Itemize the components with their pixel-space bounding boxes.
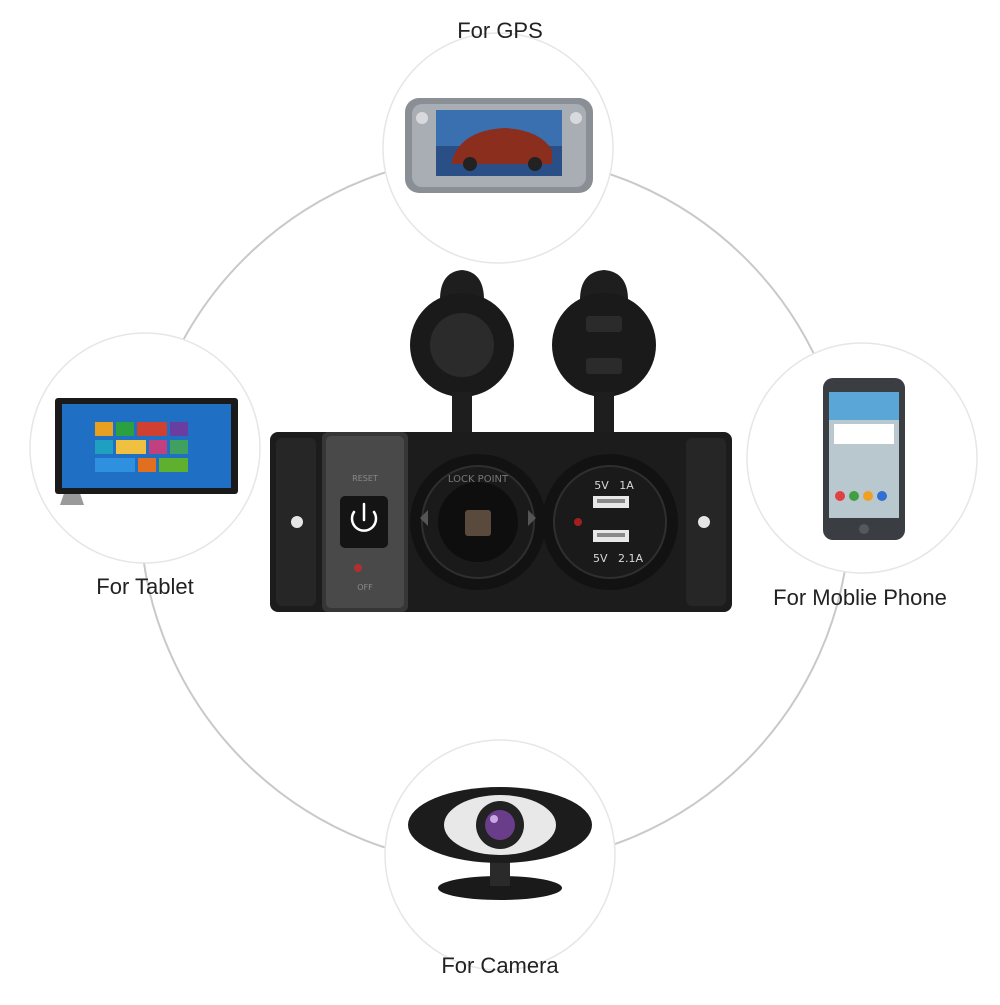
gps-bubble — [382, 32, 614, 264]
gps-label: For GPS — [457, 18, 543, 43]
usb-indicator-led — [574, 518, 582, 526]
usb-bottom-rating: 5V 2.1A — [593, 552, 644, 565]
tablet-screen — [62, 404, 231, 488]
mount-hole-left — [291, 516, 303, 528]
car-image — [452, 128, 552, 164]
usb-port-icon: 5V 1A 5V 2.1A — [542, 454, 678, 590]
switch-top-text: RESET — [352, 474, 378, 483]
switch-bottom-text: OFF — [357, 583, 373, 592]
tablet-bubble — [29, 332, 261, 564]
usb-cap — [552, 293, 656, 397]
power-switch: RESET OFF — [322, 432, 408, 612]
camera-stand — [438, 876, 562, 900]
power-icon — [350, 502, 378, 532]
phone-bubble — [746, 342, 978, 574]
socket-caps — [410, 270, 656, 434]
cigarette-socket-icon: LOCK POINT — [410, 454, 546, 590]
mount-hole-right — [698, 516, 710, 528]
camera-lens — [485, 810, 515, 840]
camera-bubble — [384, 739, 616, 971]
tablet-label: For Tablet — [96, 574, 194, 599]
socket-text: LOCK POINT — [448, 474, 509, 485]
switch-indicator-led — [354, 564, 362, 572]
camera-label: For Camera — [441, 953, 559, 978]
usb-top-rating: 5V 1A — [594, 479, 634, 492]
phone-label: For Moblie Phone — [773, 585, 947, 610]
